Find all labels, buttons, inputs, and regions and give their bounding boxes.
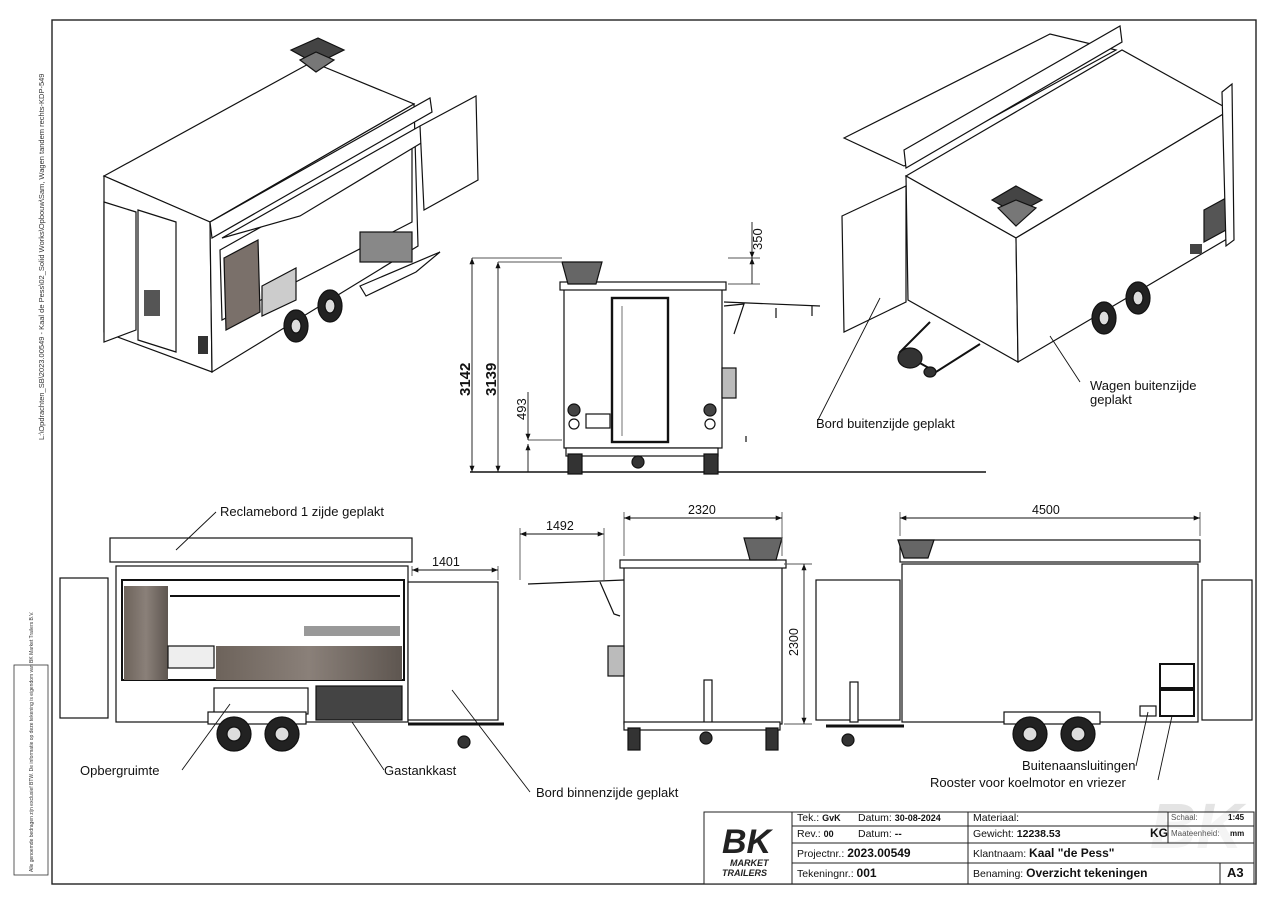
side-dim-4500 bbox=[899, 512, 1201, 536]
tekeningnr-value: 001 bbox=[856, 866, 877, 880]
datum2-label: Datum: bbox=[858, 828, 892, 840]
disclaimer-text: Alle genoemde bedragen zijn exclusief BT… bbox=[29, 611, 35, 872]
sheet-format: A3 bbox=[1227, 865, 1244, 880]
dim-3142: 3142 bbox=[457, 363, 474, 396]
gewicht-unit-cell: KG bbox=[1150, 823, 1168, 843]
gewicht-label: Gewicht: bbox=[973, 828, 1014, 840]
klantnaam-value: Kaal "de Pess" bbox=[1029, 846, 1115, 860]
dim-1401: 1401 bbox=[432, 555, 460, 569]
dim-493: 493 bbox=[514, 398, 529, 420]
projectnr-cell: Projectnr.: 2023.00549 bbox=[797, 843, 911, 864]
rev-label: Rev.: bbox=[797, 828, 821, 840]
side-dim-1401 bbox=[411, 566, 499, 580]
tek-value: GvK bbox=[822, 813, 841, 823]
datum1-value: 30-08-2024 bbox=[894, 813, 941, 823]
logo-line1: MARKET bbox=[730, 858, 770, 868]
benaming-label: Benaming: bbox=[973, 868, 1024, 880]
file-path-note: L:\Opdrachten_SB\2023.00549 - Kaal de Pe… bbox=[37, 74, 46, 440]
benaming-value: Overzicht tekeningen bbox=[1026, 866, 1148, 880]
dim-1492: 1492 bbox=[546, 519, 574, 533]
maateenheid-cell: Maateenheid: bbox=[1171, 824, 1219, 844]
schaal-cell: Schaal: bbox=[1171, 808, 1198, 828]
callout-wagen-buiten-1: Wagen buitenzijde bbox=[1090, 378, 1196, 393]
dim-4500: 4500 bbox=[1032, 503, 1060, 517]
maateenheid-value-cell: mm bbox=[1230, 824, 1244, 844]
iso-view-rear-right bbox=[841, 25, 1235, 378]
callout-gastankkast: Gastankkast bbox=[384, 763, 457, 778]
klantnaam-label: Klantnaam: bbox=[973, 848, 1027, 860]
dim-350: 350 bbox=[750, 228, 765, 250]
dim-3139: 3139 bbox=[483, 363, 500, 396]
schaal-value: 1:45 bbox=[1228, 813, 1245, 822]
tek-cell: Tek.: GvK bbox=[797, 808, 841, 828]
projectnr-value: 2023.00549 bbox=[847, 846, 911, 860]
callout-bord-binnen: Bord binnenzijde geplakt bbox=[536, 785, 679, 800]
side-view-open bbox=[59, 537, 504, 752]
schaal-value-cell: 1:45 bbox=[1228, 808, 1244, 828]
gewicht-unit: KG bbox=[1150, 826, 1168, 840]
dim-2320: 2320 bbox=[688, 503, 716, 517]
datum1-label: Datum: bbox=[858, 812, 892, 824]
logo-letters: BK bbox=[722, 823, 774, 861]
dim-2300: 2300 bbox=[787, 628, 801, 656]
title-block-grid bbox=[703, 811, 1255, 885]
sheet-border bbox=[51, 19, 1257, 885]
rev-cell: Rev.: 00 bbox=[797, 824, 834, 844]
side-view-closed bbox=[815, 539, 1253, 752]
callout-buitenaansluitingen: Buitenaansluitingen bbox=[1022, 758, 1135, 773]
iso-view-front-left bbox=[102, 37, 479, 374]
projectnr-label: Projectnr.: bbox=[797, 848, 845, 860]
materiaal-label: Materiaal: bbox=[973, 812, 1020, 824]
rear-dimensions bbox=[519, 512, 812, 725]
datum1-cell: Datum: 30-08-2024 bbox=[858, 808, 941, 828]
callout-reclamebord: Reclamebord 1 zijde geplakt bbox=[220, 504, 384, 519]
schaal-label: Schaal: bbox=[1171, 813, 1198, 822]
gewicht-value: 12238.53 bbox=[1016, 828, 1061, 840]
disclaimer-box bbox=[13, 664, 49, 876]
maateenheid-value: mm bbox=[1230, 829, 1245, 838]
front-view bbox=[470, 261, 986, 475]
logo-line2: TRAILERS bbox=[722, 868, 767, 878]
right-callout-lines bbox=[817, 297, 1173, 781]
side-callout-lines bbox=[175, 511, 531, 793]
gewicht-cell: Gewicht: 12238.53 bbox=[973, 824, 1061, 844]
callout-bord-buiten: Bord buitenzijde geplakt bbox=[816, 416, 955, 431]
callout-wagen-buiten-2: geplakt bbox=[1090, 392, 1132, 407]
materiaal-cell: Materiaal: bbox=[973, 808, 1019, 828]
rear-view bbox=[527, 537, 787, 751]
tekeningnr-label: Tekeningnr.: bbox=[797, 868, 854, 880]
datum2-value: -- bbox=[894, 828, 902, 840]
front-dimensions bbox=[469, 222, 760, 472]
tek-label: Tek.: bbox=[797, 812, 820, 824]
format-cell: A3 bbox=[1227, 863, 1244, 883]
maateenheid-label: Maateenheid: bbox=[1171, 829, 1220, 838]
klantnaam-cell: Klantnaam: Kaal "de Pess" bbox=[973, 843, 1114, 864]
datum2-cell: Datum: -- bbox=[858, 824, 902, 844]
benaming-cell: Benaming: Overzicht tekeningen bbox=[973, 863, 1148, 884]
bk-logo: BK MARKET TRAILERS bbox=[718, 820, 780, 878]
callout-rooster: Rooster voor koelmotor en vriezer bbox=[930, 775, 1126, 790]
rev-value: 00 bbox=[823, 829, 834, 839]
tekeningnr-cell: Tekeningnr.: 001 bbox=[797, 863, 877, 884]
callout-opbergruimte: Opbergruimte bbox=[80, 763, 159, 778]
